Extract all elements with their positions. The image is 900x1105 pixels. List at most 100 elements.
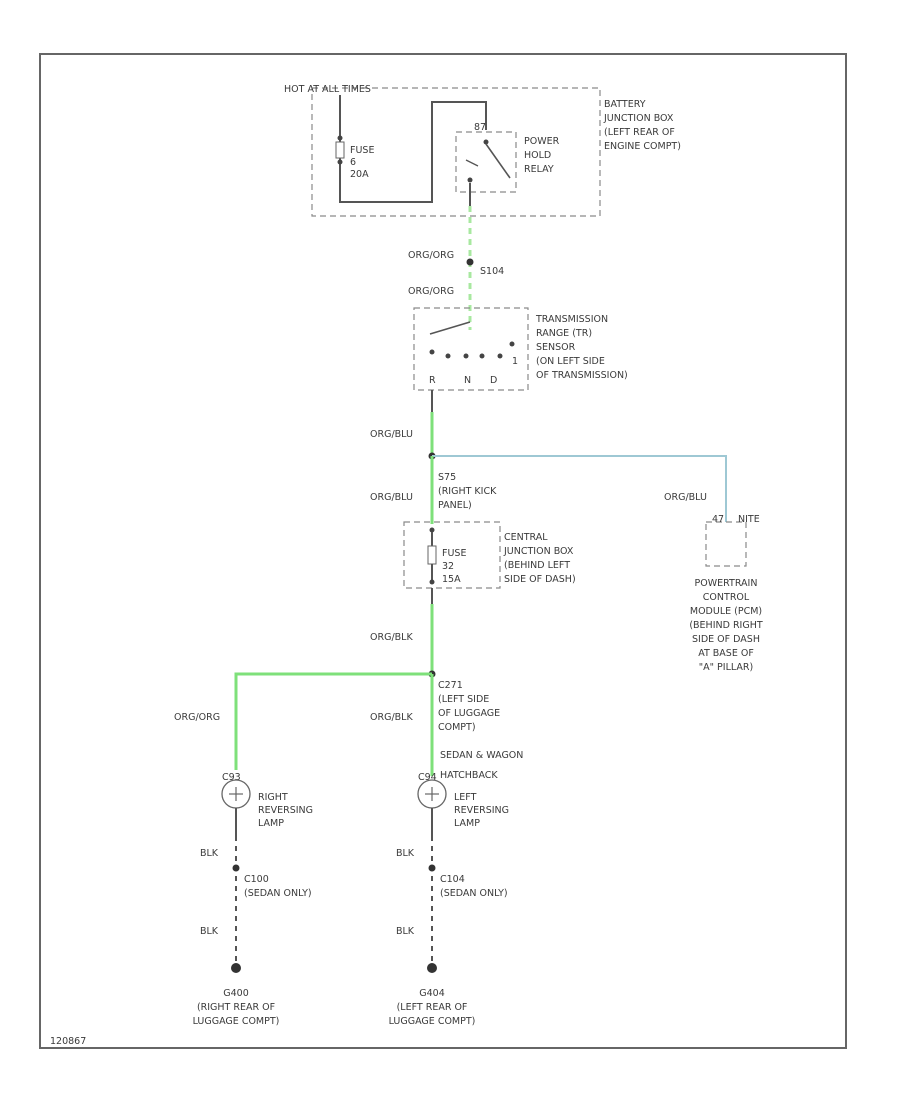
svg-text:C271: C271: [438, 680, 463, 691]
ground-g404-label: G404 (LEFT REAR OF LUGGAGE COMPT): [389, 988, 476, 1027]
wire-label-org-org-2: ORG/ORG: [408, 286, 454, 297]
svg-text:AT BASE OF: AT BASE OF: [698, 648, 754, 659]
central-junction-box-label: CENTRAL JUNCTION BOX (BEHIND LEFT SIDE O…: [503, 532, 576, 585]
svg-text:RIGHT: RIGHT: [258, 792, 288, 803]
tr-sensor-box: [413, 307, 529, 391]
svg-text:RANGE (TR): RANGE (TR): [536, 328, 592, 339]
fuse-32: FUSE 32 15A: [427, 527, 466, 585]
battery-box-location-label: BATTERY JUNCTION BOX (LEFT REAR OF ENGIN…: [603, 99, 681, 152]
svg-text:REVERSING: REVERSING: [454, 805, 509, 816]
svg-text:SENSOR: SENSOR: [536, 342, 576, 353]
svg-text:15A: 15A: [442, 574, 461, 585]
svg-text:CONTROL: CONTROL: [703, 592, 750, 603]
svg-text:ENGINE COMPT): ENGINE COMPT): [604, 141, 681, 152]
svg-text:SIDE OF DASH): SIDE OF DASH): [504, 574, 576, 585]
hot-at-all-times-label: HOT AT ALL TIMES: [284, 84, 371, 95]
fuse-6: FUSE 6 20A: [335, 135, 374, 180]
svg-text:TRANSMISSION: TRANSMISSION: [535, 314, 608, 325]
svg-text:FUSE: FUSE: [442, 548, 466, 559]
svg-text:D: D: [490, 375, 497, 386]
ground-g400-label: G400 (RIGHT REAR OF LUGGAGE COMPT): [193, 988, 280, 1027]
svg-text:C93: C93: [222, 772, 241, 783]
tr-sensor-label: TRANSMISSION RANGE (TR) SENSOR (ON LEFT …: [535, 314, 628, 381]
svg-text:R: R: [429, 375, 436, 386]
svg-text:(ON LEFT SIDE: (ON LEFT SIDE: [536, 356, 605, 367]
wire-label-blk-4: BLK: [396, 926, 415, 937]
svg-text:LAMP: LAMP: [454, 818, 480, 829]
diagram-frame: [39, 53, 847, 1049]
svg-text:1: 1: [512, 356, 518, 367]
svg-text:(BEHIND RIGHT: (BEHIND RIGHT: [689, 620, 763, 631]
svg-text:LUGGAGE COMPT): LUGGAGE COMPT): [193, 1016, 280, 1027]
connector-c104-node: [428, 864, 436, 872]
splice-s75-label: S75 (RIGHT KICK PANEL): [438, 472, 497, 511]
svg-text:MODULE (PCM): MODULE (PCM): [690, 606, 762, 617]
svg-text:(SEDAN ONLY): (SEDAN ONLY): [440, 888, 508, 899]
wire-org-blu-pcm: [432, 455, 727, 522]
battery-junction-box: [311, 87, 601, 217]
svg-text:C94: C94: [418, 772, 437, 783]
wire-label-org-blu-pcm: ORG/BLU: [664, 492, 707, 503]
wire-label-org-blk-left: ORG/BLK: [370, 712, 413, 723]
svg-text:JUNCTION BOX: JUNCTION BOX: [503, 546, 574, 557]
svg-text:BATTERY: BATTERY: [604, 99, 646, 110]
battery-internal-wiring: [339, 95, 487, 203]
svg-text:SIDE OF DASH: SIDE OF DASH: [692, 634, 760, 645]
wire-org-org-right-lamp: [234, 672, 432, 770]
svg-text:FUSE: FUSE: [350, 145, 374, 156]
wire-label-blk-1: BLK: [200, 848, 219, 859]
svg-text:REVERSING: REVERSING: [258, 805, 313, 816]
svg-text:N: N: [464, 375, 471, 386]
svg-text:(RIGHT REAR OF: (RIGHT REAR OF: [197, 1002, 275, 1013]
connector-c100-label: C100 (SEDAN ONLY): [244, 874, 312, 899]
svg-text:6: 6: [350, 157, 356, 168]
power-hold-relay-box: [455, 131, 517, 193]
left-reversing-lamp: C94 LEFT REVERSING LAMP: [417, 772, 509, 829]
wire-label-org-org-right: ORG/ORG: [174, 712, 220, 723]
svg-text:20A: 20A: [350, 169, 369, 180]
pcm-pin: 47 NITE: [712, 514, 760, 525]
svg-text:NITE: NITE: [738, 514, 760, 525]
svg-text:POWER: POWER: [524, 136, 560, 147]
svg-text:JUNCTION BOX: JUNCTION BOX: [603, 113, 674, 124]
svg-text:C104: C104: [440, 874, 465, 885]
svg-text:HOLD: HOLD: [524, 150, 551, 161]
svg-text:S75: S75: [438, 472, 456, 483]
power-hold-relay: 87 POWER HOLD RELAY: [465, 122, 560, 183]
wire-label-org-blu-2: ORG/BLU: [370, 492, 413, 503]
svg-text:POWERTRAIN: POWERTRAIN: [695, 578, 758, 589]
svg-text:C100: C100: [244, 874, 269, 885]
svg-text:LAMP: LAMP: [258, 818, 284, 829]
svg-text:"A" PILLAR): "A" PILLAR): [699, 662, 753, 673]
svg-text:47: 47: [712, 514, 724, 525]
svg-text:LUGGAGE COMPT): LUGGAGE COMPT): [389, 1016, 476, 1027]
svg-text:COMPT): COMPT): [438, 722, 476, 733]
variant-sedan-wagon: SEDAN & WAGON: [440, 750, 523, 761]
tr-sensor-switch: R N D 1: [429, 321, 518, 386]
central-junction-box: [403, 521, 501, 589]
svg-text:(RIGHT KICK: (RIGHT KICK: [438, 486, 497, 497]
ground-g400-symbol: [231, 963, 241, 973]
splice-c271-label: C271 (LEFT SIDE OF LUGGAGE COMPT): [438, 680, 500, 733]
splice-s104-label: S104: [480, 266, 504, 277]
variant-hatchback: HATCHBACK: [440, 770, 498, 781]
wire-label-org-org-1: ORG/ORG: [408, 250, 454, 261]
svg-text:87: 87: [474, 122, 486, 133]
svg-text:(SEDAN ONLY): (SEDAN ONLY): [244, 888, 312, 899]
svg-text:(LEFT REAR OF: (LEFT REAR OF: [604, 127, 675, 138]
svg-text:PANEL): PANEL): [438, 500, 472, 511]
wire-label-blk-2: BLK: [200, 926, 219, 937]
connector-c100-node: [232, 864, 240, 872]
svg-text:(BEHIND LEFT: (BEHIND LEFT: [504, 560, 570, 571]
svg-text:CENTRAL: CENTRAL: [504, 532, 548, 543]
wire-label-org-blk: ORG/BLK: [370, 632, 413, 643]
wire-label-org-blu-1: ORG/BLU: [370, 429, 413, 440]
connector-c104-label: C104 (SEDAN ONLY): [440, 874, 508, 899]
svg-text:32: 32: [442, 561, 454, 572]
svg-text:LEFT: LEFT: [454, 792, 477, 803]
splice-s104-node: [466, 258, 474, 266]
svg-text:RELAY: RELAY: [524, 164, 554, 175]
svg-text:OF TRANSMISSION): OF TRANSMISSION): [536, 370, 628, 381]
